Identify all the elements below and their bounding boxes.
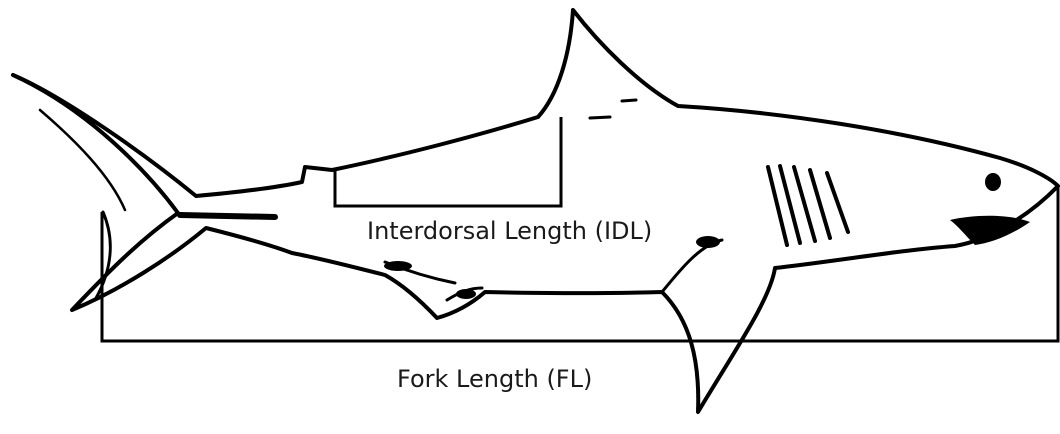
gill-slit-5 xyxy=(827,173,848,232)
fl-label: Fork Length (FL) xyxy=(397,365,592,393)
idl-label: Interdorsal Length (IDL) xyxy=(367,217,652,245)
shark-body-outline xyxy=(13,10,1058,412)
shark-eye xyxy=(985,173,1001,191)
anal-mark xyxy=(456,289,476,299)
pectoral-mark xyxy=(696,236,720,248)
pelvic-mark xyxy=(384,261,412,271)
tail-upper-inner-line xyxy=(40,110,125,210)
shark-mouth xyxy=(950,216,1030,245)
caudal-keel xyxy=(180,215,275,217)
pectoral-fin-root xyxy=(662,240,722,292)
fl-measurement-bracket xyxy=(102,186,1058,341)
dorsal-detail xyxy=(590,100,636,118)
shark-illustration xyxy=(13,10,1058,412)
